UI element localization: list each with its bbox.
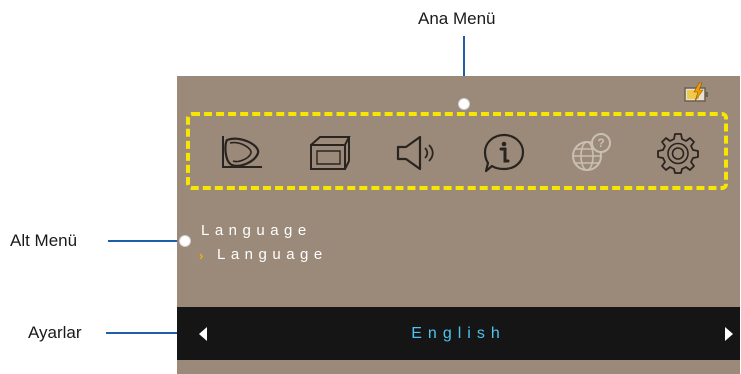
sub-menu-callout-label: Alt Menü (10, 231, 78, 250)
settings-callout-label: Ayarlar (28, 323, 82, 342)
settings-bar: English (177, 307, 740, 360)
main-menu-callout-dot (458, 98, 470, 110)
arrow-right-icon[interactable] (725, 327, 733, 341)
sub-menu-callout-dot (179, 235, 191, 247)
sub-menu-title: Language (201, 222, 312, 239)
screen-icon[interactable] (307, 131, 351, 175)
settings-callout-line (106, 332, 184, 334)
settings-gear-icon[interactable] (656, 131, 700, 175)
arrow-left-icon[interactable] (199, 327, 207, 341)
audio-icon[interactable] (394, 131, 438, 175)
sub-menu-callout-line (108, 240, 184, 242)
svg-text:?: ? (597, 136, 604, 150)
main-menu-callout-label: Ana Menü (418, 9, 496, 28)
osd-screen: ? Language › Language English (177, 76, 740, 374)
picture-icon[interactable] (220, 131, 264, 175)
main-menu-callout-line (463, 36, 465, 102)
selection-chevron-icon: › (199, 248, 204, 263)
sub-menu-item-language[interactable]: Language (217, 246, 328, 263)
main-menu-bar: ? (186, 112, 728, 190)
battery-charging-icon (684, 82, 708, 102)
language-value[interactable]: English (411, 325, 506, 342)
language-globe-icon[interactable]: ? (569, 131, 613, 175)
info-icon[interactable] (482, 131, 526, 175)
